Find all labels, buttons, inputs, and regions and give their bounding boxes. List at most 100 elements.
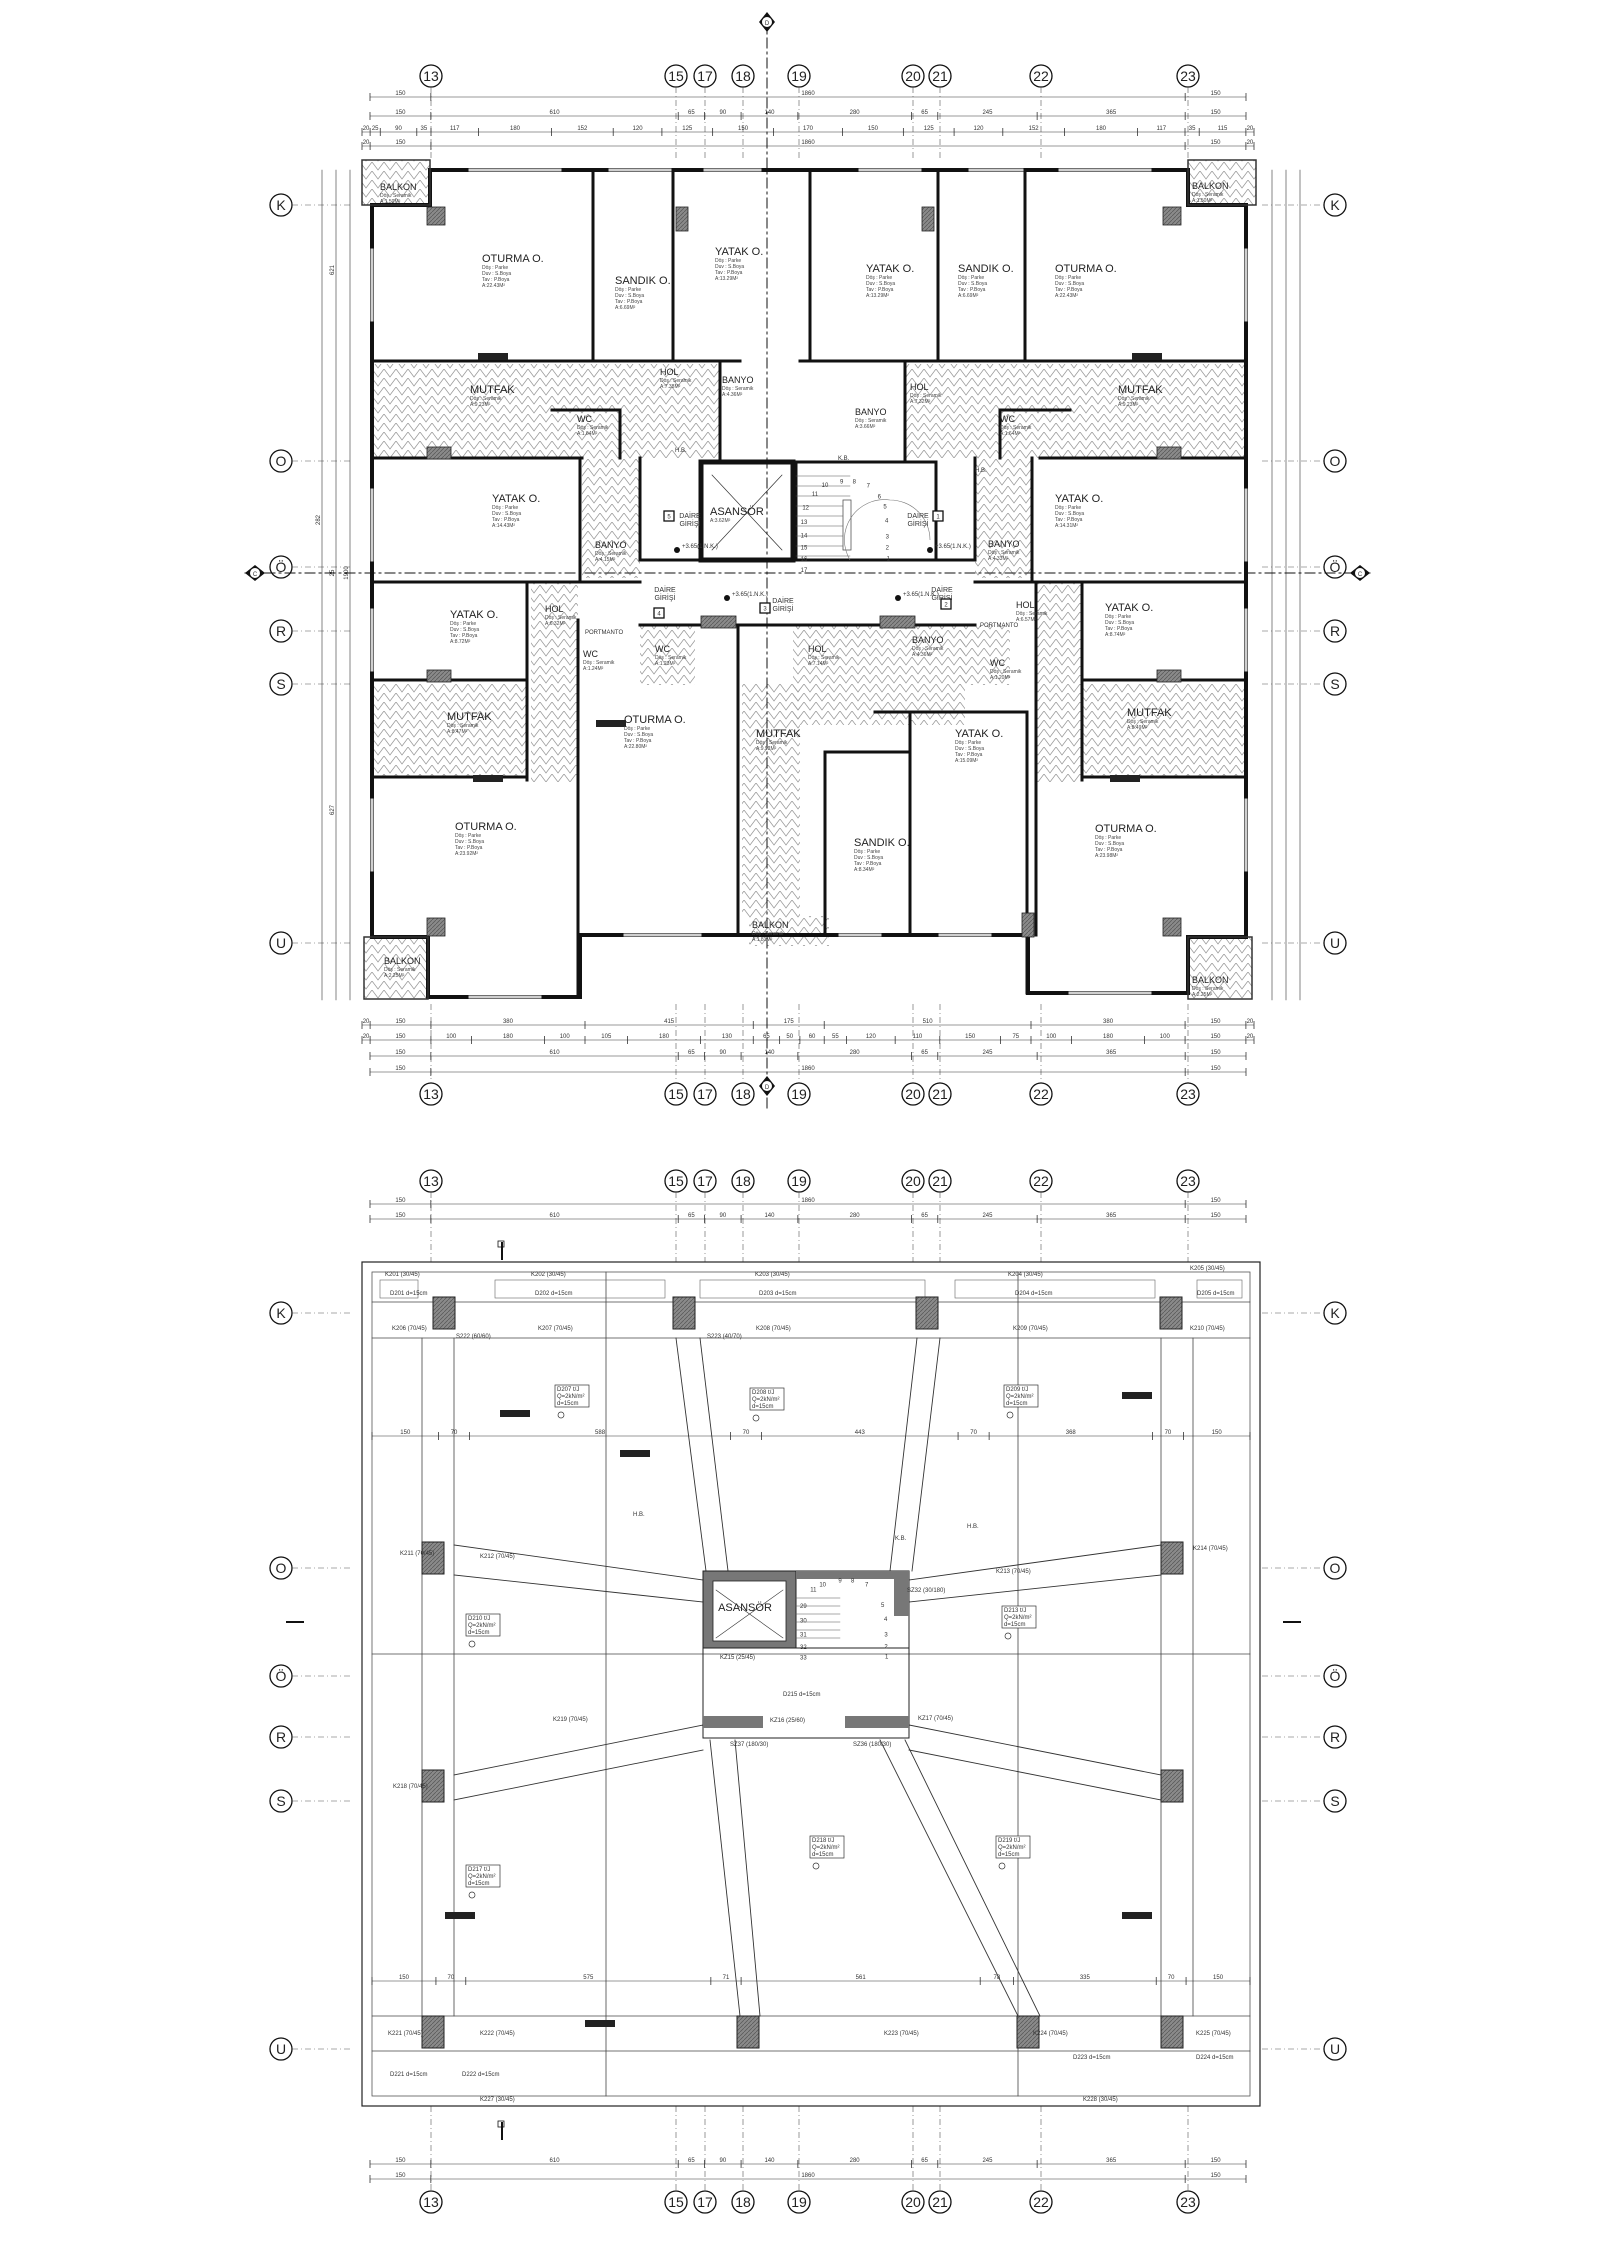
dimension-value: 90 xyxy=(719,2158,726,2164)
radial-beam-edge xyxy=(911,1337,941,1572)
stairwell xyxy=(795,1570,910,1649)
structural-member-label: D202 d=15cm xyxy=(535,1291,573,1297)
grid-axis-label: 18 xyxy=(735,68,751,84)
structural-member-label: K221 (70/45) xyxy=(388,2031,423,2037)
stair-walkline xyxy=(844,499,931,561)
structural-member-label: D221 d=15cm xyxy=(390,2072,428,2078)
structural-member-label: K214 (70/45) xyxy=(1193,1546,1228,1552)
dimension-value: 180 xyxy=(659,1034,670,1040)
column xyxy=(1156,446,1182,460)
grid-axis-label: 21 xyxy=(932,1173,948,1189)
room-area: A:9.23M² xyxy=(1118,402,1139,408)
room-name: OTURMA O. xyxy=(455,821,517,833)
radiator-symbol xyxy=(473,775,503,782)
room-finish-spec: Tav : P.Boya xyxy=(1095,847,1123,853)
dimension-value: 150 xyxy=(1211,110,1222,116)
fixture-label: H.B. xyxy=(675,448,687,454)
room-finish-spec: Duv : S.Boya xyxy=(1105,620,1134,626)
room-finish-spec: Döş : Parke xyxy=(455,833,481,839)
slab-level-symbol-icon xyxy=(812,1862,820,1870)
elevator-shaft xyxy=(712,1580,787,1642)
column xyxy=(432,1296,456,1330)
dimension-value: 575 xyxy=(583,1975,594,1981)
dimension-value: 35 xyxy=(1189,126,1196,132)
elevator-cross xyxy=(711,474,783,551)
dimension-value: 150 xyxy=(1210,1034,1221,1040)
dimension-value: 335 xyxy=(1080,1975,1091,1981)
stair-step-number: 10 xyxy=(822,483,829,489)
grid-axis-label: 13 xyxy=(423,1086,439,1102)
radial-beam-edge xyxy=(908,1724,1162,1776)
structural-member-label: K222 (70/45) xyxy=(480,2031,515,2037)
room-finish-spec: Döş : Seramik xyxy=(990,669,1022,675)
slab-load-box-frame xyxy=(1003,1384,1039,1408)
dimension-value: 35 xyxy=(421,126,428,132)
radial-beam-edge xyxy=(453,1574,704,1603)
room-name: HOL xyxy=(910,382,929,392)
room-name: YATAK O. xyxy=(492,493,540,505)
room-finish-spec: Döş : Seramik xyxy=(1016,611,1048,617)
elevation-marker-icon xyxy=(927,547,933,553)
column xyxy=(700,615,737,629)
grid-axis-label: 18 xyxy=(735,1086,751,1102)
structural-member-label: H.B. xyxy=(633,1512,645,1518)
grid-axis-label: 20 xyxy=(905,1173,921,1189)
slab-load-text: D207 t/J xyxy=(557,1387,579,1393)
column xyxy=(1160,2015,1184,2049)
grid-axis-label: 19 xyxy=(791,1173,807,1189)
column xyxy=(426,917,446,937)
grid-row-label: Ö xyxy=(1330,1667,1341,1684)
apartment-entrance-label: DAİRE xyxy=(654,585,676,594)
dimension-value: 152 xyxy=(577,126,588,132)
room-area: A:7.14M² xyxy=(808,661,829,667)
dimension-value: 20 xyxy=(1247,126,1254,132)
dimension-value: 415 xyxy=(664,1019,675,1025)
structural-member-label: K211 (70/45) xyxy=(400,1551,434,1557)
grid-axis-label: 21 xyxy=(932,68,948,84)
radiator-symbol xyxy=(445,1912,475,1919)
dimension-value: 20 xyxy=(363,1034,370,1040)
ceramic-floor-area xyxy=(372,684,527,777)
column xyxy=(915,1296,939,1330)
dimension-value: 140 xyxy=(764,110,775,116)
dimension-value: 150 xyxy=(1211,1066,1222,1072)
room-area: A:1.64M² xyxy=(577,431,598,437)
column xyxy=(426,446,452,460)
slab-load-box-frame xyxy=(809,1835,845,1859)
radial-beam-edge xyxy=(453,1724,704,1776)
structural-member-label: D222 d=15cm xyxy=(462,2072,500,2078)
elevation-label: +3.65(1.N.K.) xyxy=(682,544,718,550)
dimension-value: 20 xyxy=(363,140,370,146)
grid-row-label: U xyxy=(1330,935,1340,951)
slab-level-symbol-icon xyxy=(998,1862,1006,1870)
dimension-value: 65 xyxy=(921,1050,928,1056)
room-finish-spec: Döş : Seramik xyxy=(722,386,754,392)
ceramic-floor-area xyxy=(1082,684,1246,777)
grid-row-label: Ö xyxy=(1330,558,1341,575)
dimension-value: 100 xyxy=(560,1034,571,1040)
stair-step-number: 1 xyxy=(885,1655,889,1661)
structural-member-label: K201 (30/45) xyxy=(385,1272,420,1278)
ceramic-floor-area xyxy=(640,625,695,685)
room-area: A:23.98M² xyxy=(1095,853,1118,859)
structural-member-label: D205 d=15cm xyxy=(1197,1291,1235,1297)
room-area: A:1.50M² xyxy=(380,199,401,205)
column xyxy=(1162,206,1182,226)
ceramic-floor-area xyxy=(905,364,1246,458)
stair-step-number: 6 xyxy=(878,495,882,501)
apartment-entrance-label: GİRİŞİ xyxy=(931,593,952,602)
slab-load-box-frame xyxy=(554,1384,590,1408)
room-finish-spec: Döş : Seramik xyxy=(545,615,577,621)
room-finish-spec: Tav : P.Boya xyxy=(615,299,643,305)
structural-member-label: KZ16 (25/60) xyxy=(770,1718,805,1724)
